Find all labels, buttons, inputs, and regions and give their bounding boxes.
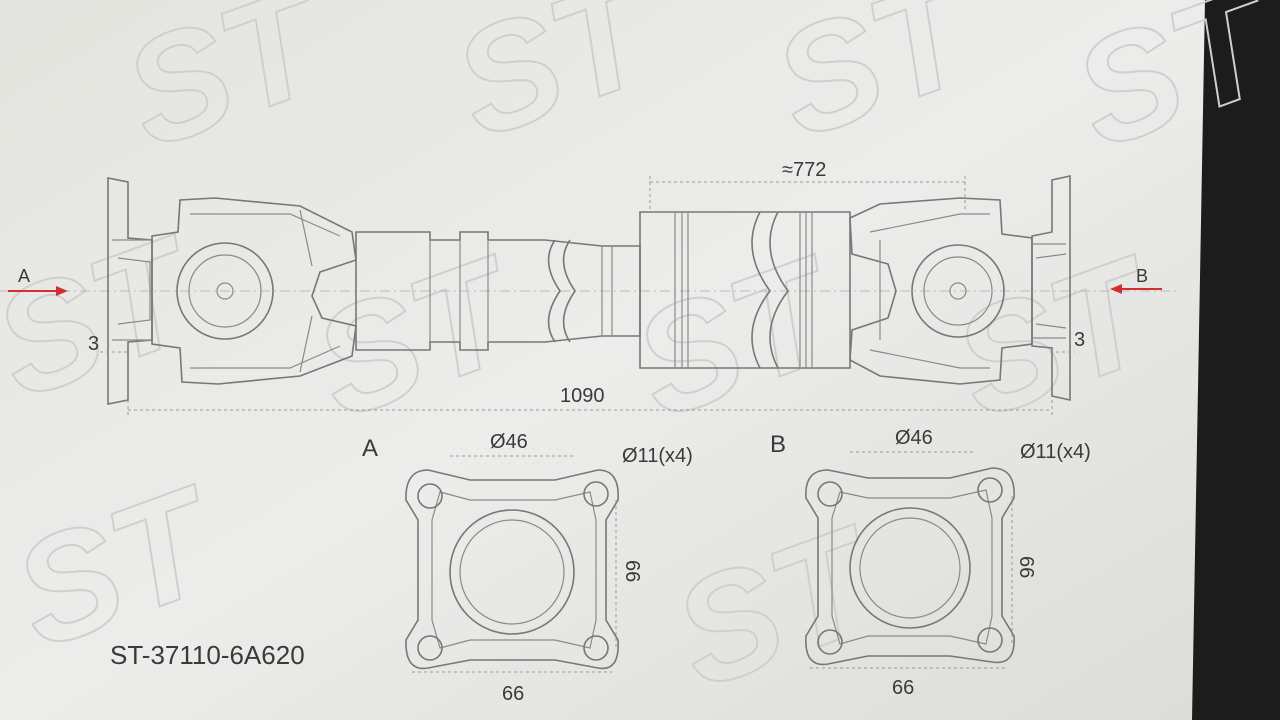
flange-view-a [405,455,619,673]
dim-total-length: 1090 [560,385,605,407]
left-yoke [151,197,357,385]
flange-a-hole [417,635,443,661]
middle-tube [639,211,851,369]
flange-a-hole [583,481,609,507]
flange-b-height-label: 66 [1015,556,1037,578]
flange-b-hole [977,477,1003,503]
flange-a-bore [449,509,575,635]
dim-center-length: ≈772 [782,159,826,181]
dimension-lines [100,176,1075,416]
driveshaft-side-view [107,175,1071,405]
arrow-b [1110,284,1162,294]
flange-b-holes-label: Ø11(x4) [1020,441,1091,463]
flange-b-hole [817,481,843,507]
arrow-b-label: B [1136,266,1148,286]
flange-b-width-label: 66 [892,677,914,699]
flange-b-label: B [770,431,786,458]
flange-a-hole [583,635,609,661]
flange-a-hole [417,483,443,509]
flange-a-outline [405,469,619,670]
left-spider-circle [176,242,274,340]
arrow-a [8,286,68,296]
flange-a-width-label: 66 [502,683,524,705]
paper-background [0,0,1205,720]
dim-offset-left: 3 [88,333,99,355]
right-yoke [849,197,1033,385]
flange-a-holes-label: Ø11(x4) [622,445,693,467]
right-flange [1031,175,1071,401]
right-spider-circle [911,244,1005,338]
flange-a-height-label: 66 [621,560,643,582]
flange-b-bore [849,507,971,629]
dim-offset-right: 3 [1074,329,1085,351]
flange-b-bore-label: Ø46 [895,427,933,449]
flange-b-outline [805,467,1015,666]
flange-a-label: A [362,435,378,462]
flange-b-hole [977,627,1003,653]
flange-a-bore-label: Ø46 [490,431,528,453]
flange-b-hole [817,629,843,655]
flange-view-b [805,451,1015,669]
arrow-a-label: A [18,266,30,286]
part-number: ST-37110-6A620 [110,640,305,670]
